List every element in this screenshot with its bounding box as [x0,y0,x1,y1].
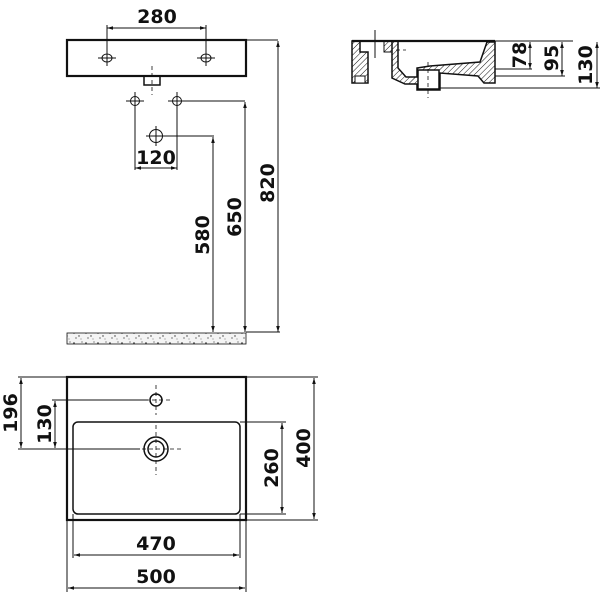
dim-tap-from-back: 196 [0,393,22,433]
dim-drain-height: 580 [192,215,214,255]
tap-hole-left [98,25,116,66]
side-section-view: 78 95 130 [351,30,600,98]
dim-bowl-depth: 78 [509,42,531,68]
dim-total-height: 130 [575,45,597,85]
supply-point-left [126,92,144,170]
dim-inner-height: 95 [541,45,563,71]
basin-front-outline [65,38,248,78]
dim-top-height: 820 [257,163,279,203]
dim-supply-height: 650 [224,197,246,237]
drain-top [135,425,182,475]
dim-bowl-width: 470 [136,533,176,555]
floor-hatch [66,332,247,345]
dim-bowl-depth-top: 260 [261,448,283,488]
dim-total-depth: 400 [293,428,315,468]
dim-supply-spacing: 120 [136,147,176,169]
dim-tap-spacing: 280 [137,6,177,28]
dim-tap-to-drain: 130 [34,404,56,444]
bowl-outline [72,421,241,515]
tap-hole-right [197,25,215,66]
front-view: 280 120 580 650 8 [65,6,280,345]
top-view: 196 130 260 400 470 500 [0,375,318,592]
drain-outlet-section [417,69,440,90]
dim-total-width: 500 [136,566,176,588]
tap-hole-top [145,385,172,415]
